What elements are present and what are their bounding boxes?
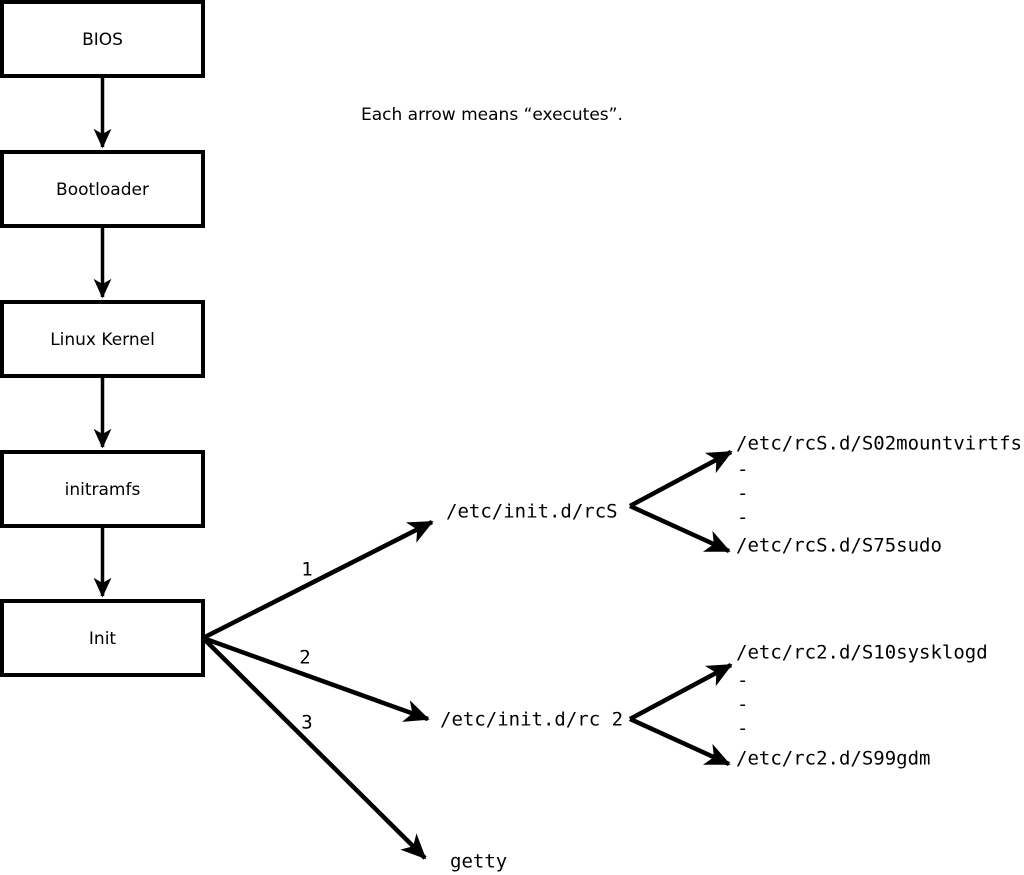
script-label-rc2-last: /etc/rc2.d/S99gdm xyxy=(736,748,930,770)
ellipsis-dash-rc2-1: - xyxy=(737,670,748,692)
arrow-init-to-getty xyxy=(201,636,427,860)
box-rect-initramfs xyxy=(0,450,205,528)
arrow-rcs-to-first-script xyxy=(628,450,733,508)
boot-chain-box-bios: BIOS xyxy=(0,0,205,78)
script-label-rcs-last: /etc/rcS.d/S75sudo xyxy=(736,535,942,557)
ellipsis-dash-rcs-1: - xyxy=(737,459,748,481)
arrow-rcs-to-last-script xyxy=(629,503,731,554)
node-label-init-d-rc2: /etc/init.d/rc 2 xyxy=(440,709,623,731)
ellipsis-dash-rcs-3: - xyxy=(737,507,748,529)
box-rect-bios xyxy=(0,0,205,78)
box-label-bootloader: Bootloader xyxy=(56,180,149,200)
boot-chain-box-init: Init xyxy=(0,599,205,677)
box-label-init: Init xyxy=(89,629,117,649)
node-label-getty: getty xyxy=(450,851,507,873)
edge-number-3: 3 xyxy=(301,712,312,734)
ellipsis-dash-rcs-2: - xyxy=(737,483,748,505)
arrow-init-to-rc2 xyxy=(202,635,430,722)
boot-chain-box-linux-kernel: Linux Kernel xyxy=(0,300,205,378)
ellipsis-dash-rc2-3: - xyxy=(737,718,748,740)
node-label-init-d-rcs: /etc/init.d/rcS xyxy=(446,501,618,523)
box-label-linux-kernel: Linux Kernel xyxy=(50,330,155,350)
arrow-init-to-rcs xyxy=(201,519,434,641)
box-label-initramfs: initramfs xyxy=(65,480,141,500)
boot-chain-box-bootloader: Bootloader xyxy=(0,150,205,228)
arrow-rc2-to-last-script xyxy=(629,716,731,767)
arrow-rc2-to-first-script xyxy=(628,663,733,721)
box-label-bios: BIOS xyxy=(82,30,123,50)
script-label-rc2-first: /etc/rc2.d/S10sysklogd xyxy=(736,642,988,664)
script-label-rcs-first: /etc/rcS.d/S02mountvirtfs xyxy=(736,433,1022,455)
boot-chain-box-initramfs: initramfs xyxy=(0,450,205,528)
box-rect-init xyxy=(0,599,205,677)
edge-number-2: 2 xyxy=(299,647,310,669)
diagram-caption: Each arrow means “executes”. xyxy=(361,105,623,125)
edge-number-1: 1 xyxy=(301,559,312,581)
ellipsis-dash-rc2-2: - xyxy=(737,694,748,716)
